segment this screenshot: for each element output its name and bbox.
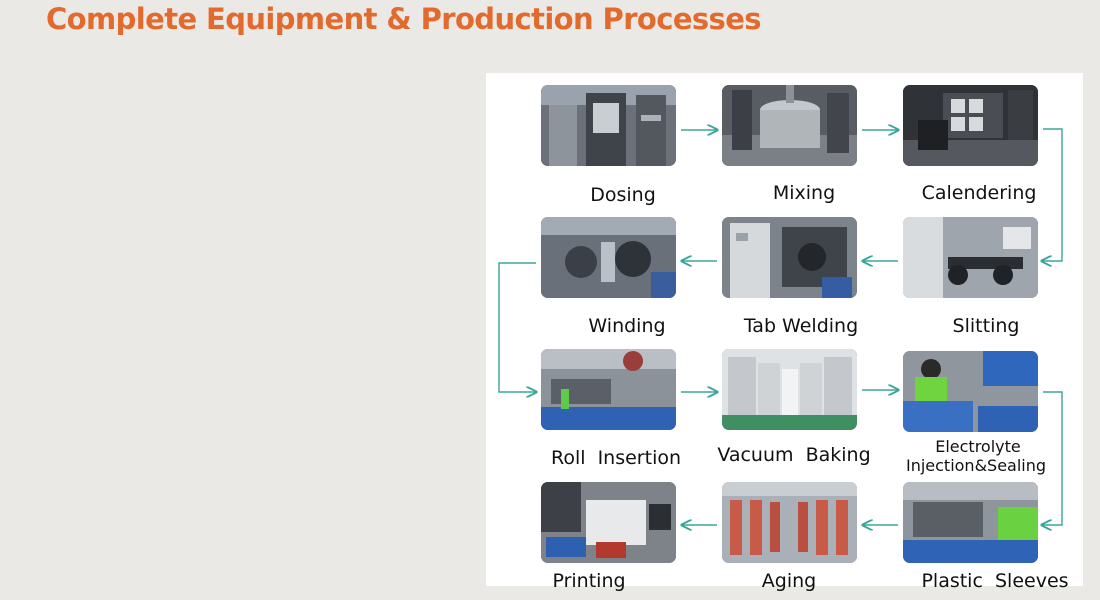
- arrow-down-connector-icon: [1042, 391, 1063, 525]
- flow-arrows: [498, 73, 1063, 586]
- electrolyte-injection-photo: [903, 351, 1038, 432]
- step-label-roll-insertion: Roll Insertion: [550, 447, 682, 469]
- page-title: Complete Equipment & Production Processe…: [46, 2, 762, 36]
- dosing-photo: [541, 85, 676, 166]
- step-label-winding: Winding: [588, 315, 666, 337]
- arrow-down-connector-icon: [1042, 128, 1063, 261]
- aging-photo: [722, 482, 857, 563]
- step-label-aging: Aging: [761, 570, 817, 592]
- process-flow-panel: Dosing Mixing Calendering Winding Tab We…: [486, 73, 1083, 592]
- step-label-slitting: Slitting: [952, 315, 1020, 337]
- vacuum-baking-photo: [722, 349, 857, 430]
- winding-photo: [541, 217, 676, 298]
- calendering-photo: [903, 85, 1038, 166]
- mixing-photo: [722, 85, 857, 166]
- printing-photo: [541, 482, 676, 563]
- tab-welding-photo: [722, 217, 857, 298]
- roll-insertion-photo: [541, 349, 676, 430]
- arrow-down-connector-icon: [498, 262, 536, 392]
- step-label-plastic-sleeves: Plastic Sleeves: [921, 570, 1069, 592]
- plastic-sleeves-photo: [903, 482, 1038, 563]
- step-label-vacuum-baking: Vacuum Baking: [717, 444, 871, 466]
- step-label-mixing: Mixing: [772, 182, 836, 204]
- slitting-photo: [903, 217, 1038, 298]
- step-label-tab-welding: Tab Welding: [743, 315, 859, 337]
- step-label-dosing: Dosing: [590, 184, 656, 206]
- step-label-electrolyte-line2: Injection&Sealing: [905, 456, 1047, 475]
- step-label-printing: Printing: [552, 570, 626, 592]
- step-label-electrolyte-line1: Electrolyte: [935, 437, 1021, 456]
- step-label-calendering: Calendering: [921, 182, 1037, 204]
